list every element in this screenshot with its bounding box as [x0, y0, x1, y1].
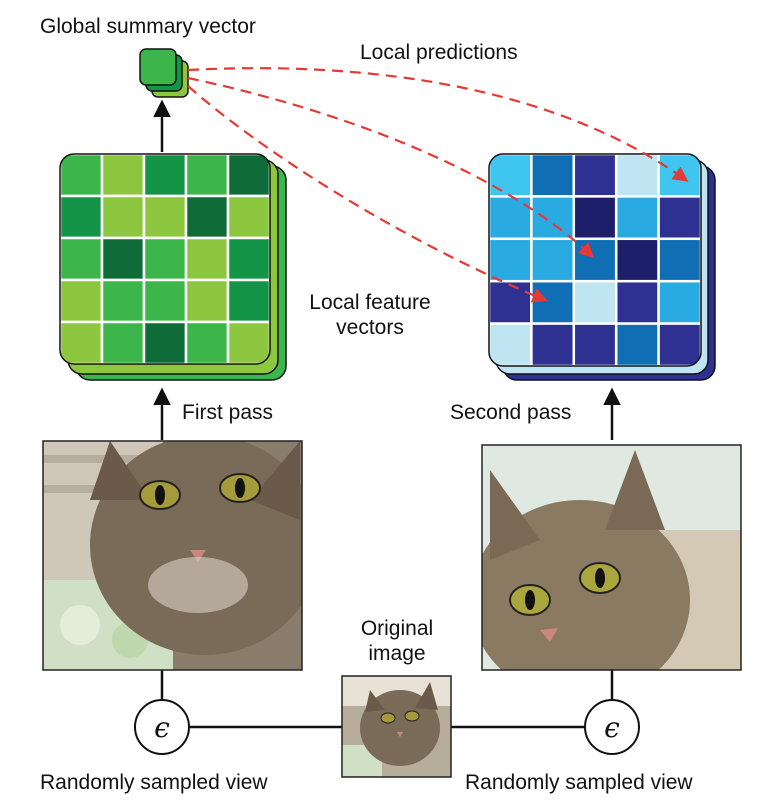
local-feature-vectors-line1: Local feature [309, 291, 431, 314]
green-grid-cell [226, 194, 270, 240]
green-feature-map-stack [59, 153, 287, 381]
original-image-line2: image [368, 642, 426, 666]
green-grid-cell [60, 236, 104, 282]
blue-feature-map-stack [488, 153, 716, 381]
first-view-photo [42, 440, 303, 671]
original-image-label: Original image [335, 616, 459, 666]
original-image-line1: Original [360, 617, 434, 640]
blue-grid-cell [489, 154, 533, 198]
local-feature-vectors-line2: vectors [336, 316, 404, 340]
epsilon-symbol-left: ϵ [154, 711, 170, 744]
blue-grid-cell [572, 237, 618, 283]
green-grid-cell [100, 236, 146, 282]
green-grid-cell [100, 320, 146, 364]
green-grid-cell [100, 194, 146, 240]
green-grid-border [59, 153, 271, 365]
blue-grid-cell [614, 322, 660, 366]
green-grid-cell [60, 278, 104, 324]
green-grid-cell [142, 154, 188, 198]
randomly-sampled-view-right-label: Randomly sampled view [465, 771, 693, 794]
second-pass-label: Second pass [450, 401, 572, 424]
green-grid-cell [142, 320, 188, 364]
green-grid-cell [184, 236, 230, 282]
green-grid-cell [142, 278, 188, 324]
blue-grid-cell [614, 279, 660, 325]
green-grid-cell [100, 278, 146, 324]
blue-feature-grid [488, 153, 702, 367]
blue-grid-cell [657, 195, 701, 241]
global-summary-vector-stack [139, 48, 189, 98]
blue-grid-cell [489, 322, 533, 366]
green-grid-cell [226, 154, 270, 198]
blue-grid-cell [530, 279, 576, 325]
first-pass-label: First pass [182, 401, 274, 424]
green-grid-cell [142, 236, 188, 282]
green-grid-cell [226, 278, 270, 324]
second-view-photo [481, 444, 742, 671]
green-feature-grid [59, 153, 271, 365]
green-grid-cell [60, 194, 104, 240]
blue-grid-cell [657, 279, 701, 325]
local-prediction-arrow-1 [187, 67, 689, 182]
local-predictions-label: Local predictions [360, 41, 518, 64]
blue-grid-cell [530, 237, 576, 283]
blue-grid-cell [614, 154, 660, 198]
epsilon-circle-left [134, 699, 190, 755]
blue-grid-cell [614, 237, 660, 283]
green-grid-cell [100, 154, 146, 198]
blue-grid-cell [530, 195, 576, 241]
local-prediction-arrows [187, 67, 689, 303]
original-image-thumbnail [341, 675, 452, 778]
green-grid-cell [184, 194, 230, 240]
blue-grid-cell [614, 195, 660, 241]
green-grid-cell [184, 154, 230, 198]
blue-grid-cell [572, 322, 618, 366]
green-grid-cell [184, 278, 230, 324]
blue-grid-cell [572, 195, 618, 241]
blue-grid-border [488, 153, 702, 367]
local-prediction-arrow-2 [187, 76, 595, 259]
local-prediction-arrow-3 [187, 85, 548, 303]
green-grid-cell [142, 194, 188, 240]
blue-grid-cell [489, 279, 533, 325]
blue-grid-cell [530, 322, 576, 366]
green-grid-cell [60, 154, 104, 198]
epsilon-symbol-right: ϵ [604, 711, 620, 744]
blue-grid-cell [530, 154, 576, 198]
randomly-sampled-view-left-label: Randomly sampled view [40, 771, 268, 794]
green-grid-cell [226, 320, 270, 364]
blue-grid-cell [572, 279, 618, 325]
green-grid-cell [60, 320, 104, 364]
green-grid-cell [226, 236, 270, 282]
epsilon-circle-right [584, 699, 640, 755]
blue-grid-cell [657, 322, 701, 366]
global-summary-vector-label: Global summary vector [40, 15, 256, 38]
green-grid-cell [184, 320, 230, 364]
local-feature-vectors-label: Local feature vectors [300, 290, 440, 340]
blue-grid-cell [657, 237, 701, 283]
blue-grid-cell [572, 154, 618, 198]
blue-grid-cell [489, 195, 533, 241]
blue-grid-cell [489, 237, 533, 283]
